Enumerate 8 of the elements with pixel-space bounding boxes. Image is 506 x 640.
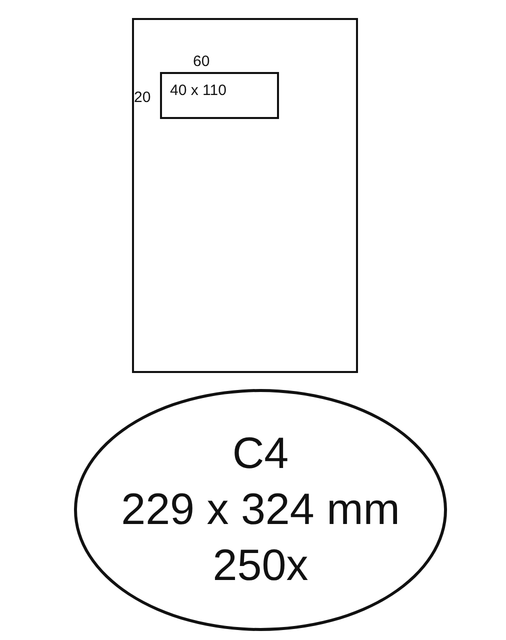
address-window: 40 x 110	[160, 72, 279, 119]
dimension-label: 60	[193, 53, 210, 70]
spec-text: 250x	[212, 540, 308, 592]
envelope-outline	[132, 18, 358, 373]
spec-text: 229 x 324 mm	[121, 484, 400, 536]
dimension-label: 20	[134, 89, 151, 106]
spec-text: C4	[232, 428, 289, 480]
spec-oval	[74, 389, 447, 631]
